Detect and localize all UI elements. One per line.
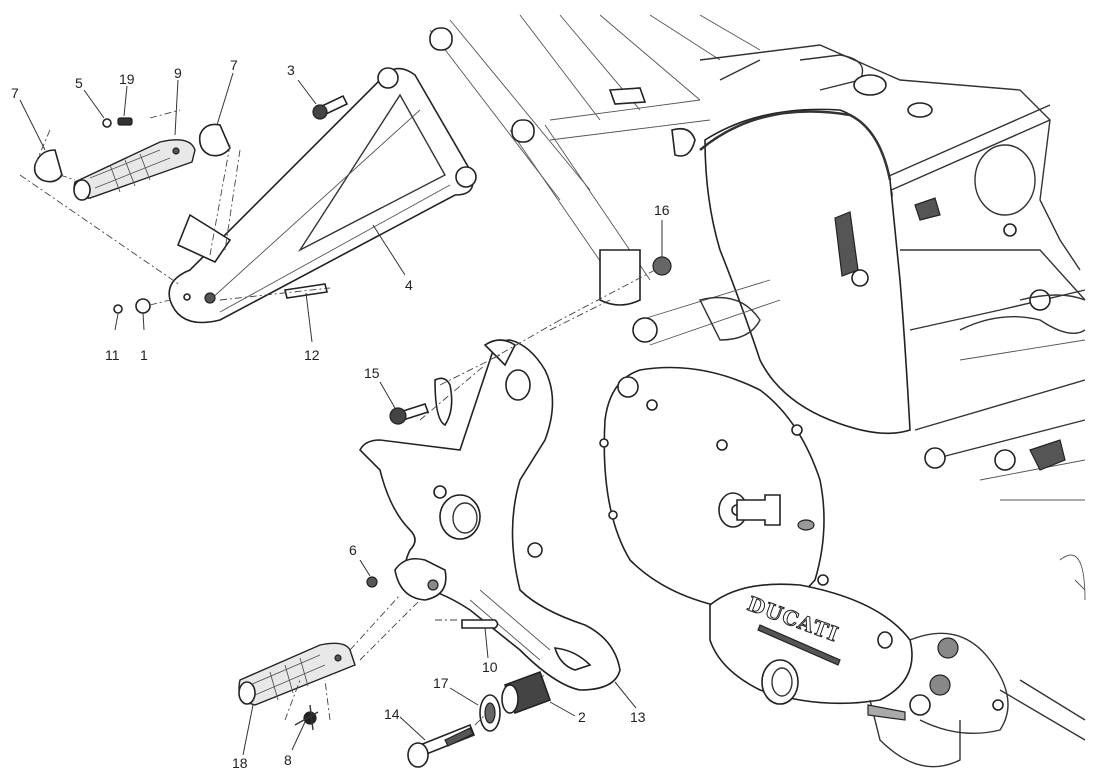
bracket-pivot: [183, 293, 191, 301]
bolt: [851, 269, 869, 287]
head-port: [974, 144, 1036, 216]
bracket-hole: [455, 166, 477, 188]
bracket-pivot: [204, 292, 216, 304]
callout-12: 12: [304, 347, 320, 363]
spring-8: [294, 704, 319, 731]
bracket-top-tab: [483, 339, 517, 367]
boss: [924, 447, 946, 469]
bolt: [646, 399, 658, 411]
peg-end: [73, 179, 91, 201]
bolt: [791, 424, 803, 436]
callout-5: 5: [75, 75, 83, 91]
frame-mount-boss: [429, 27, 453, 51]
hose-clamp: [671, 127, 696, 157]
clutch-cover: [603, 366, 825, 611]
callout-11: 11: [105, 347, 120, 363]
shift-lever-stub: [736, 494, 781, 526]
bracket-hook: [434, 377, 453, 427]
generator-cover: [709, 583, 913, 705]
bolt-3: [312, 94, 349, 120]
peg-pivot: [172, 147, 180, 155]
callout-13: 13: [630, 709, 646, 725]
bracket-boss: [527, 542, 543, 558]
pin-10: [461, 619, 499, 629]
callout-9: 9: [174, 65, 182, 81]
bolt: [817, 574, 829, 586]
label-plate: [867, 704, 906, 721]
clamp: [608, 87, 647, 105]
spacer-2: [501, 670, 552, 715]
plate-7-left: [33, 149, 63, 183]
frame-bracket: [599, 249, 641, 306]
boss: [1029, 289, 1051, 311]
bolt: [992, 699, 1004, 711]
rear-footrest-bracket-4: [168, 67, 477, 324]
bracket-slot: [553, 647, 592, 671]
bolt-14: [407, 723, 476, 768]
callout-7-right: 7: [230, 57, 238, 73]
rider-footrest-bracket-13: [359, 339, 621, 691]
frame-mount-boss: [511, 119, 535, 143]
screw-6: [366, 576, 378, 588]
linkage-joint: [909, 694, 931, 716]
logo-underline: [757, 624, 841, 666]
boss: [632, 317, 658, 343]
bracket-upper-hole: [505, 369, 531, 401]
callout-7-left: 7: [11, 85, 19, 101]
bolt: [617, 376, 639, 398]
bracket-heel-guard: [176, 213, 232, 264]
linkage: [1029, 439, 1066, 471]
plate-7-right: [198, 123, 231, 157]
callout-6: 6: [349, 542, 357, 558]
callout-8: 8: [284, 752, 292, 768]
rider-footpeg-18: [238, 642, 356, 706]
bracket-bore: [439, 494, 481, 540]
bracket-hole: [377, 67, 399, 89]
head-cap: [907, 102, 933, 118]
bracket-boss: [433, 485, 447, 499]
callout-18: 18: [232, 755, 248, 771]
callout-14: 14: [384, 706, 400, 722]
linkage-joint: [937, 637, 959, 659]
bolt: [599, 438, 609, 448]
peg-pivot: [334, 654, 342, 662]
spring-19: [117, 117, 133, 126]
engine-frame-drawing: DUCATI: [429, 14, 1086, 768]
nut-11: [113, 304, 123, 314]
passenger-footpeg-9: [73, 139, 196, 201]
callout-10: 10: [482, 659, 498, 675]
callout-16: 16: [654, 202, 670, 218]
callout-3: 3: [287, 62, 295, 78]
plug: [797, 519, 815, 531]
boss: [994, 449, 1016, 471]
bolt: [1003, 223, 1017, 237]
callout-17: 17: [433, 675, 449, 691]
callout-2: 2: [578, 709, 586, 725]
leader-lines: [19, 72, 663, 756]
peg-end: [238, 681, 256, 705]
bolt-15: [389, 403, 430, 425]
callout-1: 1: [140, 347, 148, 363]
washer-1: [135, 298, 151, 314]
head-cap: [853, 74, 887, 96]
spacer-16: [652, 256, 672, 276]
callout-4: 4: [405, 277, 413, 293]
bolt: [608, 510, 618, 520]
callout-labels: 7 5 19 9 7 3 4 11 1 12 16 15 6 10 13 17 …: [11, 57, 670, 771]
callout-15: 15: [364, 365, 380, 381]
linkage-joint: [929, 674, 951, 696]
detent-ball-5: [102, 118, 112, 128]
timing-belt-cover: [704, 108, 911, 435]
mount-hole: [427, 579, 439, 591]
callout-19: 19: [119, 71, 135, 87]
sensor: [914, 197, 941, 221]
bolt: [877, 631, 893, 649]
bolt: [716, 439, 728, 451]
